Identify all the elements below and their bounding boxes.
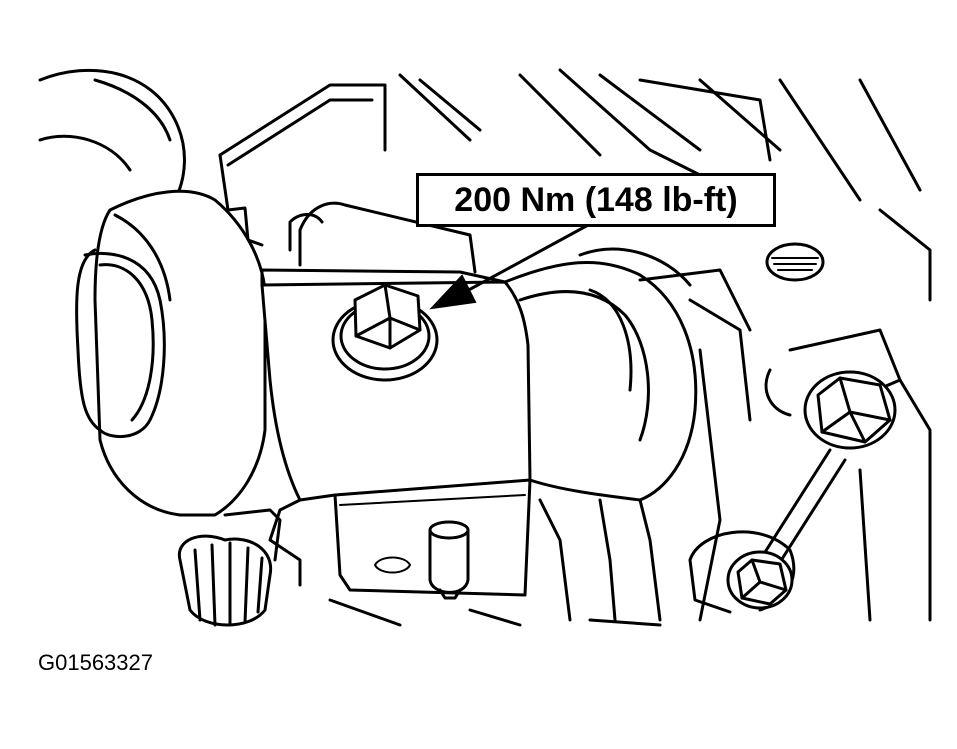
figure-identifier: G01563327 [38,650,153,675]
right-lower-bolt [726,550,794,610]
upper-frame-lines [218,68,932,302]
mount-cylinder [75,189,267,517]
torque-callout: 200 Nm (148 lb-ft) [416,173,776,227]
callout-arrow [429,222,592,310]
lower-structure [328,598,662,627]
arrow-head [429,274,477,310]
knurled-nut [177,508,282,627]
torque-spec-label: 200 Nm (148 lb-ft) [454,180,738,219]
torque-bolt [331,283,439,382]
mount-plate [260,201,532,597]
right-bracket [503,247,752,622]
threaded-stud [765,242,825,282]
linkage-arm [688,328,932,622]
locating-pin [428,520,470,600]
right-upper-bolt [803,370,897,450]
left-housing-outline [38,68,186,202]
